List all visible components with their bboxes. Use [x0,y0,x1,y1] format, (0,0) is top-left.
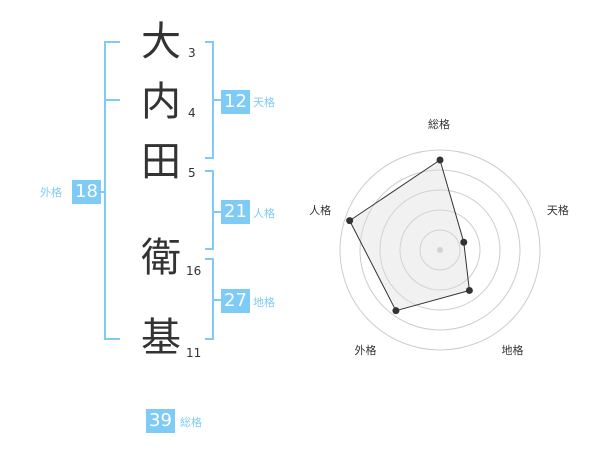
jinkaku-bracket [205,170,214,250]
gaikaku-bracket [104,41,120,340]
jinkaku-label: 人格 [253,207,275,220]
radar-center [437,247,443,253]
radar-axis-label-2: 天格 [546,204,569,218]
radar-axis-label-5: 人格 [309,204,332,218]
radar-axis-label-3: 地格 [501,344,524,358]
stroke-count-5: 11 [186,346,202,360]
stroke-count-2: 4 [188,106,196,120]
soukaku-label: 総格 [180,416,202,429]
radar-ring [339,149,541,351]
radar-point-1 [436,156,444,164]
name-char-1: 大 [141,19,181,65]
name-char-5: 基 [141,315,181,361]
name-char-2: 内 [141,79,181,125]
radar-ring [419,229,461,271]
tenkaku-label: 天格 [253,96,275,109]
chikaku-label: 地格 [253,296,275,309]
radar-axis-label-1: 総格 [428,118,450,131]
stroke-count-3: 5 [188,166,196,180]
radar-axis-label-4: 外格 [354,344,377,358]
name-char-4: 衛 [141,235,181,281]
jinkaku-value: 21 [221,200,250,224]
radar-ring [379,189,501,311]
gaikaku-value: 18 [72,180,101,204]
tenkaku-value: 12 [221,90,250,114]
radar-polygon [349,159,470,312]
chikaku-value: 27 [221,289,250,313]
soukaku-value: 39 [146,409,175,433]
name-char-3: 田 [141,139,181,185]
stroke-count-4: 16 [186,264,202,278]
radar-point-4 [392,307,400,315]
radar-point-2 [460,238,468,246]
radar-ring [399,209,481,291]
radar-ring [359,169,521,331]
radar-point-3 [465,286,473,294]
gaikaku-label: 外格 [40,186,62,199]
stroke-count-1: 3 [188,46,196,60]
radar-point-5 [346,217,354,225]
